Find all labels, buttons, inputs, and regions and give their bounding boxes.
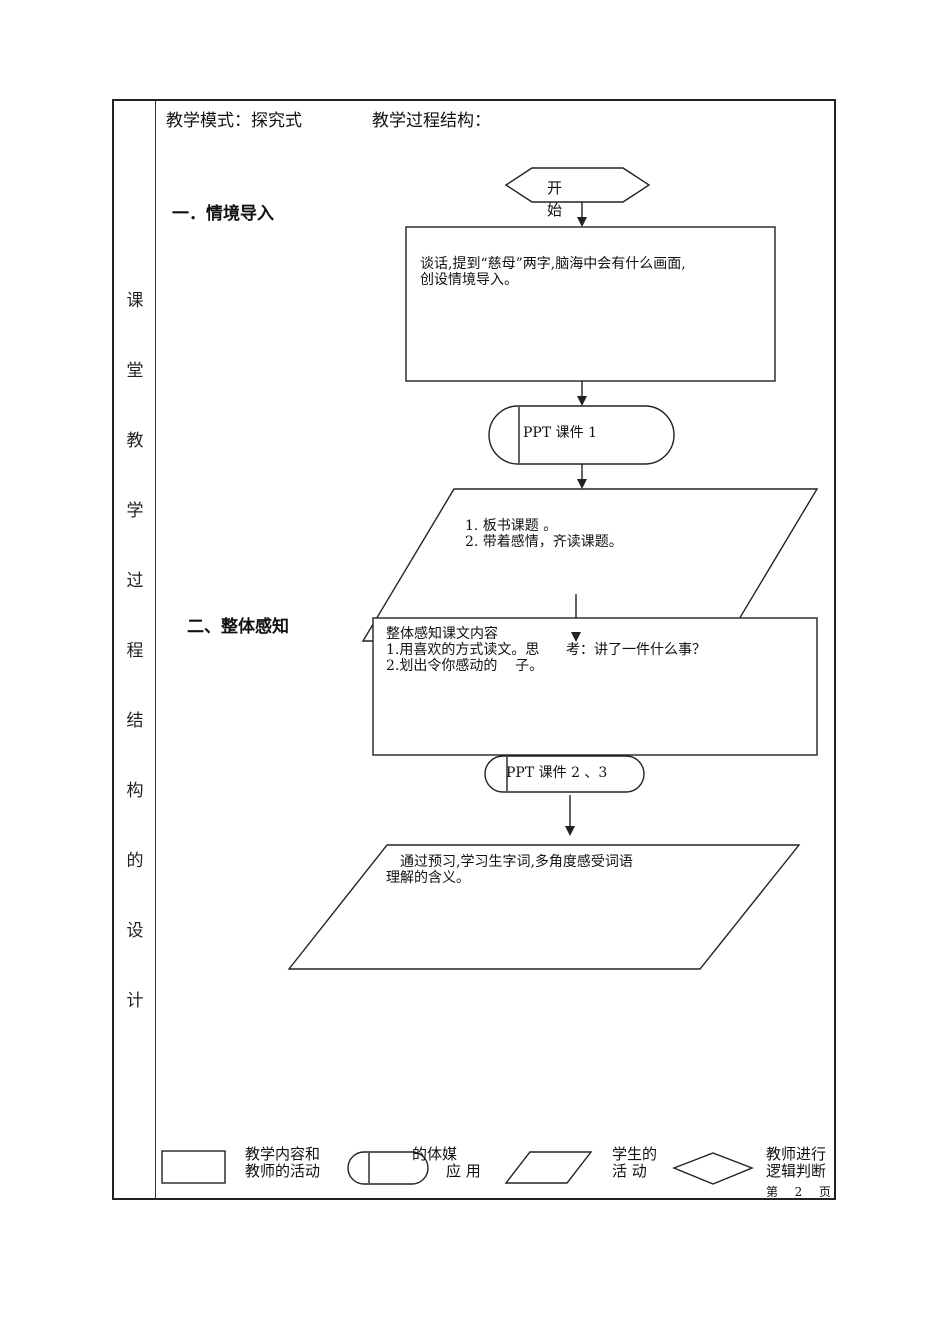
start-label-line1: 开 [547,179,563,197]
legend-student-line1: 学生的 [612,1145,658,1163]
page-number-label: 第 2 页 [766,1185,834,1197]
activity1-text: 1. 板书课题 。2. 带着感情，齐读课题。 [465,518,623,550]
side-title-char: 课 [126,291,144,311]
legend-student-activity: 学生的活 动 [612,1146,657,1180]
legend-stadium-icon [347,1151,429,1185]
process-box-intro [405,226,776,382]
side-title-char: 计 [126,991,144,1011]
legend-student-line2: 活 动 [612,1162,647,1180]
arrow-head [571,632,581,642]
media-label-ppt1: PPT 课件 1 [523,425,597,441]
teaching-mode-label: 教学模式：探究式 [166,111,302,131]
legend-judgement-line2: 逻辑判断 [766,1162,827,1180]
side-title-char: 学 [126,501,144,521]
outer-table-frame [112,99,836,1200]
intro-step-line2: 创设情境导入。 [420,272,518,288]
legend-teacher-line1: 教学内容和 [245,1145,321,1163]
legend-parallelogram-icon [504,1151,593,1184]
side-title-char: 过 [126,571,144,591]
legend-rectangle-icon [161,1150,226,1184]
side-title-char: 构 [126,781,144,801]
activity2-text: 通过预习,学习生字词,多角度感受词语理解的含义。 [386,854,633,886]
side-title-char: 结 [126,711,144,731]
column-divider [155,100,156,1200]
intro-step-line1: 谈话,提到“慈母”两字,脑海中会有什么画面, [420,256,686,272]
student-activity-box-2 [287,844,801,970]
arrow-head [577,217,587,227]
media-box-ppt2 [484,755,645,793]
overview-step-line3: 2.划出令你感动的 子。 [386,658,544,674]
activity2-line2: 理解的含义。 [386,870,470,886]
start-terminator [504,167,651,203]
legend-diamond-icon [672,1152,754,1185]
legend-teacher-judgement: 教师进行逻辑判断 [766,1146,826,1180]
arrow-head [565,826,575,836]
section-heading-overview: 二、整体感知 [187,617,289,637]
overview-step-line2: 1.用喜欢的方式读文。思 考：讲了一件什么事？ [386,642,707,658]
activity2-line1: 通过预习,学习生字词,多角度感受词语 [400,854,633,870]
legend-judgement-line1: 教师进行 [766,1145,827,1163]
arrow-head [577,479,587,489]
activity1-line2: 2. 带着感情，齐读课题。 [465,534,623,550]
process-structure-label: 教学过程结构： [372,111,491,131]
overview-step-line1: 整体感知课文内容 [386,626,498,642]
start-label: 开始 [547,177,562,221]
side-title-char: 设 [126,921,144,941]
media-label-ppt2: PPT 课件 2 、3 [506,765,608,781]
legend-teacher-activity: 教学内容和教师的活动 [245,1146,320,1180]
side-title-char: 教 [126,431,144,451]
start-label-line2: 始 [547,201,563,219]
side-title-char: 程 [126,641,144,661]
intro-step-text: 谈话,提到“慈母”两字,脑海中会有什么画面,创设情境导入。 [420,256,686,288]
process-box-overview [372,617,818,756]
side-title-char: 堂 [126,361,144,381]
legend-teacher-line2: 教师的活动 [245,1162,321,1180]
legend-media-line1: 的体媒 [412,1145,458,1163]
side-title-char: 的 [126,851,144,871]
legend-media-line2: 应 用 [446,1162,481,1180]
legend-media-use: 的体媒应 用 [412,1146,481,1180]
section-heading-intro: 一．情境导入 [172,204,274,224]
arrow-head [577,396,587,406]
activity1-line1: 1. 板书课题 。 [465,518,558,534]
